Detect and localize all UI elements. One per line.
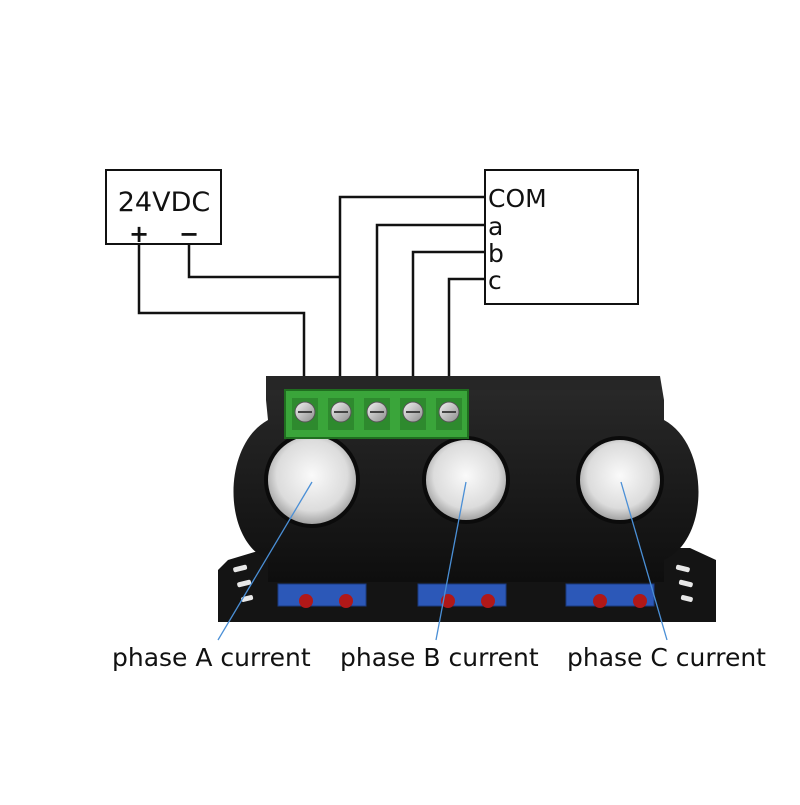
terminal-block: [284, 389, 469, 439]
c-terminal-label: c: [488, 266, 502, 295]
a-terminal-label: a: [488, 212, 503, 241]
com-terminal-label: COM: [488, 184, 547, 213]
mounting-slots-right: [675, 564, 693, 602]
callout-line-a: [217, 481, 313, 641]
terminal-screw-1: [292, 398, 318, 430]
terminal-screw-3: [364, 398, 390, 430]
power-supply-label: 24VDC: [118, 187, 210, 218]
receiver-box: COM a b c: [484, 169, 639, 305]
device-top-lid: [266, 376, 660, 390]
wire-c: [447, 277, 485, 400]
trimmer-knob: [299, 594, 313, 608]
wire-a: [375, 223, 485, 400]
wires: [137, 195, 485, 400]
trimmer-knob: [339, 594, 353, 608]
trimmer-knob: [633, 594, 647, 608]
calibration-pots-a: [277, 583, 367, 608]
wire-plus: [137, 244, 306, 400]
wire-b: [411, 250, 485, 400]
terminal-screw-2: [328, 398, 354, 430]
phase-a-current-label: phase A current: [112, 643, 311, 672]
b-terminal-label: b: [488, 239, 504, 268]
terminal-screw-4: [400, 398, 426, 430]
calibration-pots-b: [417, 583, 507, 608]
terminal-screw-5: [436, 398, 462, 430]
minus-terminal-label: −: [179, 220, 199, 248]
callout-lines: [217, 481, 668, 641]
phase-c-current-label: phase C current: [567, 643, 766, 672]
wire-com: [338, 195, 485, 400]
callout-line-b: [435, 481, 467, 641]
callout-line-c: [620, 481, 668, 641]
trimmer-knob: [593, 594, 607, 608]
trimmer-knob: [481, 594, 495, 608]
through-hole-b: [422, 436, 510, 524]
plus-terminal-label: +: [129, 220, 149, 248]
calibration-pots-c: [565, 583, 655, 608]
current-transducer-device: [218, 376, 716, 622]
phase-b-current-label: phase B current: [340, 643, 539, 672]
through-hole-c: [576, 436, 664, 524]
through-hole-a: [264, 432, 360, 528]
power-supply-box: 24VDC + −: [105, 169, 222, 248]
wire-minus: [187, 244, 340, 279]
